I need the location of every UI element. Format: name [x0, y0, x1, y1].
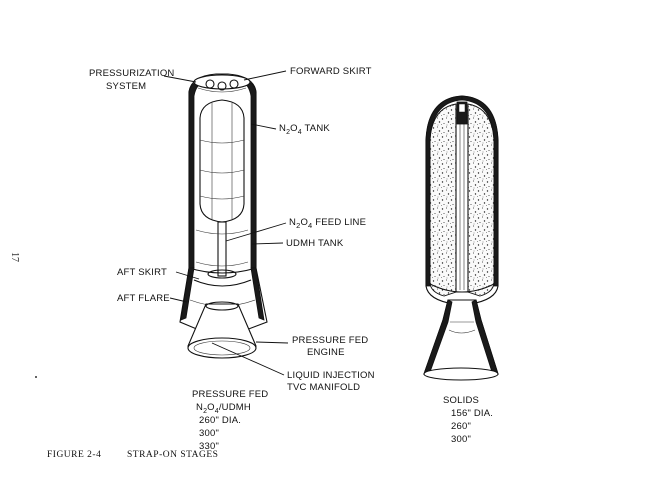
spec-left-size-3: 330": [199, 441, 219, 452]
label-pressurization-line2: SYSTEM: [106, 81, 146, 92]
spec-right-size-2: 260": [451, 421, 471, 432]
label-pressure-fed-engine-line2: ENGINE: [307, 347, 345, 358]
spec-left-size-1: 260" DIA.: [199, 415, 241, 426]
spec-right-title: SOLIDS: [443, 395, 479, 406]
label-pressure-fed-engine-line1: PRESSURE FED: [292, 335, 368, 346]
spec-right-size-1: 156" DIA.: [451, 408, 493, 419]
label-liquid-injection-line2: TVC MANIFOLD: [287, 382, 360, 393]
label-n2o4-feed-line: N2O4 FEED LINE: [289, 217, 366, 230]
page-number: 17: [9, 252, 20, 262]
spec-left-propellant: N2O4/UDMH: [196, 402, 251, 415]
spec-right-size-3: 300": [451, 434, 471, 445]
solids-spec: SOLIDS 156" DIA. 260" 300": [443, 395, 493, 445]
caption-figure-number: FIGURE 2-4: [47, 450, 101, 460]
label-liquid-injection-line1: LIQUID INJECTION: [287, 370, 375, 381]
label-aft-flare: AFT FLARE: [117, 293, 170, 304]
label-pressurization-line1: PRESSURIZATION: [89, 68, 175, 79]
spec-left-title: PRESSURE FED: [192, 389, 268, 400]
caption-title: STRAP-ON STAGES: [127, 450, 218, 460]
label-n2o4-tank: N2O4 TANK: [279, 123, 330, 136]
label-aft-skirt: AFT SKIRT: [117, 267, 167, 278]
pressure-fed-stage-drawing: [179, 73, 268, 359]
figure-caption: FIGURE 2-4 STRAP-ON STAGES: [47, 450, 218, 460]
stray-mark: [35, 376, 37, 378]
label-forward-skirt: FORWARD SKIRT: [290, 66, 372, 77]
left-labels: PRESSURIZATION SYSTEM FORWARD SKIRT N2O4…: [89, 66, 375, 393]
label-udmh-tank: UDMH TANK: [286, 238, 344, 249]
solid-stage-drawing: [423, 95, 499, 381]
spec-left-size-2: 300": [199, 428, 219, 439]
left-leader-lines: [163, 70, 289, 376]
pressure-fed-spec: PRESSURE FED N2O4/UDMH 260" DIA. 300" 33…: [192, 389, 268, 452]
